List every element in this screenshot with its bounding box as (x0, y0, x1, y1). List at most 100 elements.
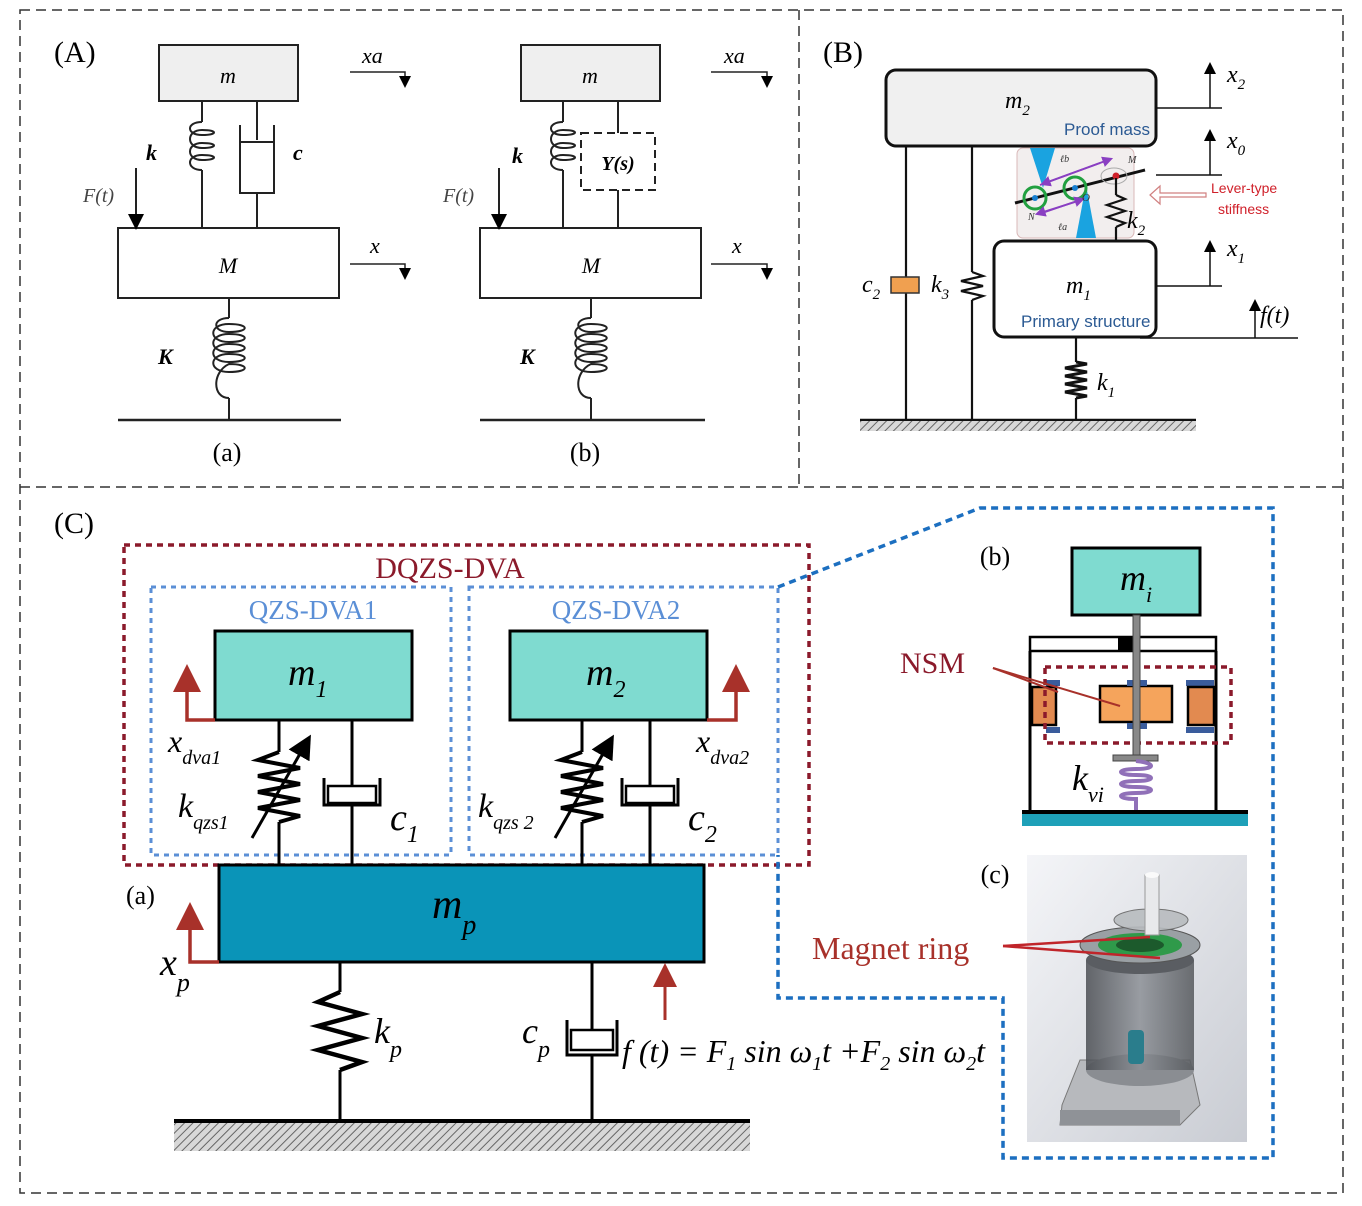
primary-structure-name: Primary structure (1021, 312, 1150, 331)
k1-label: k1 (1097, 370, 1115, 401)
panel-a-label: (A) (54, 36, 96, 69)
primary-mass-box (217, 863, 706, 964)
prototype-render (1002, 855, 1247, 1142)
c2-damper (890, 276, 920, 294)
sub-b-label: (b) (980, 542, 1010, 571)
primary-diagram (174, 863, 750, 1151)
main-stiffness-label: K (157, 344, 174, 369)
xp-arrow (176, 902, 219, 964)
variable-stiffness-arrow (553, 734, 614, 839)
dqzs-dva-title: DQZS-DVA (375, 552, 525, 585)
main-mass-label: M (581, 253, 602, 278)
main-mass-label: M (218, 253, 239, 278)
proof-mass-name: Proof mass (1064, 120, 1150, 139)
main-spring (574, 317, 608, 399)
x-arrow (350, 263, 411, 280)
shaft (1144, 874, 1160, 936)
panel-b-diagram (860, 62, 1298, 431)
magnet-ring-inner (1116, 938, 1164, 952)
sub-c-label: (c) (981, 860, 1010, 889)
absorber-stiffness-label: k (146, 140, 157, 165)
right-magnet (1186, 685, 1216, 727)
absorber-spring (550, 121, 576, 171)
mi-label: mi (1120, 558, 1152, 607)
rod (1132, 614, 1141, 756)
panel-a-sub-a (117, 44, 411, 422)
proof-mass-symbol: m2 (1005, 88, 1030, 119)
sub-a-caption: (a) (213, 438, 242, 467)
force-label: F(t) (442, 185, 474, 207)
c2-label: c2 (688, 797, 717, 848)
force-equation: f (t) = F1 sin ω1t +F2 sin ω2t (622, 1033, 986, 1075)
k2-label: k2 (1127, 208, 1146, 239)
c2-label: c2 (862, 272, 881, 303)
dva2-mass-label: m2 (586, 652, 625, 703)
primary-mass-symbol: m1 (1066, 273, 1091, 304)
xdva1-label: xdva1 (167, 723, 221, 769)
xdva1-arrow (173, 664, 215, 722)
absorber-damping-label: c (293, 140, 303, 165)
panel-a-sub-b (479, 44, 773, 422)
main-stiffness-label: K (519, 344, 536, 369)
lever-point-m: M (1127, 155, 1137, 166)
sub-a-label: (a) (126, 881, 155, 910)
x-arrow (711, 263, 773, 280)
xdva2-arrow (707, 664, 750, 722)
main-mass-box (479, 227, 702, 299)
dva2-mass-box (508, 629, 709, 722)
qzs-dva1-title: QZS-DVA1 (249, 595, 378, 625)
kp-spring (309, 989, 371, 1073)
xp-label: xp (159, 942, 190, 997)
absorber-mass-box (158, 44, 299, 102)
sub-b-caption: (b) (570, 438, 600, 467)
absorber-mass-label: m (220, 63, 236, 88)
xa-arrow (711, 71, 773, 88)
dva1-mass-label: m1 (288, 652, 327, 703)
k3-label: k3 (931, 272, 949, 303)
kqzs2-label: kqzs 2 (478, 788, 534, 834)
lever-type-label: Lever-type (1211, 180, 1277, 196)
ground-hatch (860, 421, 1196, 431)
point-m (1112, 172, 1120, 180)
network-label: Y(s) (601, 153, 634, 175)
ground-hatch (174, 1123, 750, 1151)
x-label: x (731, 233, 742, 258)
kvi-spring (1119, 759, 1153, 810)
x1-label: x1 (1226, 236, 1245, 267)
lever-point-o: O (1082, 192, 1090, 204)
internal-spring (1128, 1030, 1144, 1064)
absorber-mass-label: m (582, 63, 598, 88)
xa-arrow (350, 71, 411, 88)
qzs-dva2-title: QZS-DVA2 (552, 595, 681, 625)
primary-mass-label: mp (432, 882, 476, 941)
nsm-diagram (992, 546, 1248, 826)
kqzs1-label: kqzs1 (178, 788, 229, 834)
qzs-dva2-box (467, 585, 780, 857)
lever-length-a: ℓa (1058, 222, 1067, 233)
panel-c-label: (C) (54, 507, 94, 540)
dva2-diagram (508, 629, 750, 865)
dva1-diagram (173, 629, 414, 865)
qzs-dva1-box (149, 585, 453, 857)
x-label: x (369, 233, 380, 258)
lever-length-b: ℓb (1060, 154, 1069, 165)
xa-label: xa (361, 43, 383, 68)
c1-label: c1 (390, 797, 419, 848)
variable-stiffness-arrow (250, 734, 311, 839)
nsm-label: NSM (900, 647, 965, 680)
force-label: f(t) (1260, 303, 1289, 329)
absorber-spring (189, 121, 215, 171)
x0-label: x0 (1226, 128, 1246, 159)
detail-callout-box (776, 506, 1275, 1160)
k2-spring (1103, 193, 1129, 229)
main-spring (212, 317, 246, 399)
k3-spring (960, 270, 987, 302)
xdva2-label: xdva2 (695, 723, 749, 769)
force-label: F(t) (82, 185, 114, 207)
x2-label: x2 (1226, 62, 1246, 93)
lower-pivot-wedge (1076, 185, 1096, 238)
xa-label: xa (723, 43, 745, 68)
lever-pointer-arrow (1149, 184, 1207, 206)
k1-spring (1064, 360, 1088, 400)
